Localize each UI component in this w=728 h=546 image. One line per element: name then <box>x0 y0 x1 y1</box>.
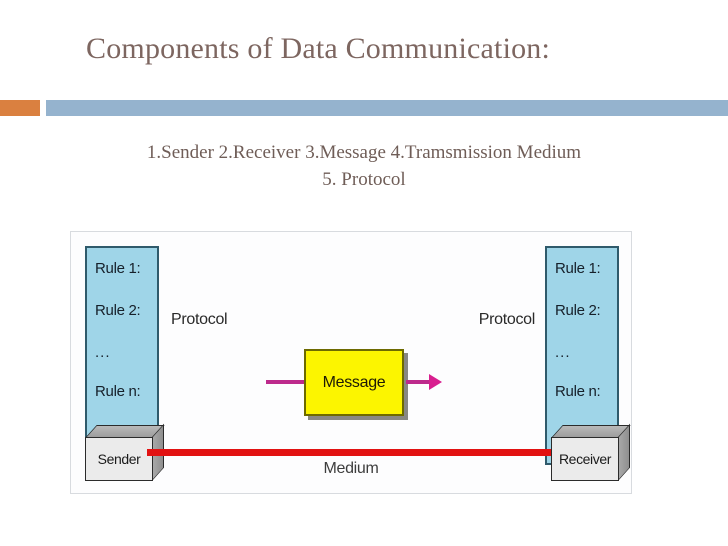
message-arrow-head-icon <box>429 374 442 390</box>
transmission-medium-label: Medium <box>323 460 379 477</box>
protocol-right-rule-ellipsis: ... <box>555 344 571 361</box>
protocol-label-left: Protocol <box>171 311 228 328</box>
protocol-left-rule-2: Rule 2: <box>95 302 141 319</box>
title-divider <box>0 100 728 116</box>
components-list-line-2: 5. Protocol <box>322 169 406 190</box>
receiver-node: Receiver <box>551 423 631 481</box>
transmission-medium-line <box>147 449 551 456</box>
protocol-left-rule-1: Rule 1: <box>95 260 141 277</box>
protocol-left-rule-n: Rule n: <box>95 383 141 400</box>
protocol-left-rule-ellipsis: ... <box>95 344 111 361</box>
divider-accent-segment <box>0 100 40 116</box>
protocol-right-rule-1: Rule 1: <box>555 260 601 277</box>
message-box: Message <box>304 349 404 416</box>
sender-node: Sender <box>85 423 165 481</box>
page-title: Components of Data Communication: <box>86 32 551 65</box>
protocol-label-right: Protocol <box>478 311 536 328</box>
divider-bar-segment <box>46 100 728 116</box>
protocol-right-rule-2: Rule 2: <box>555 302 601 319</box>
data-communication-diagram: Rule 1: Rule 2: ... Rule n: Protocol Rul… <box>70 231 632 494</box>
protocol-right-rule-n: Rule n: <box>555 383 601 400</box>
receiver-node-label: Receiver <box>551 437 619 481</box>
sender-node-label: Sender <box>85 437 153 481</box>
message-arrow-line-out <box>406 380 432 384</box>
components-list: 1.Sender 2.Receiver 3.Message 4.Tramsmis… <box>64 139 664 193</box>
components-list-line-1: 1.Sender 2.Receiver 3.Message 4.Tramsmis… <box>146 142 582 163</box>
message-arrow-line-in <box>266 380 306 384</box>
